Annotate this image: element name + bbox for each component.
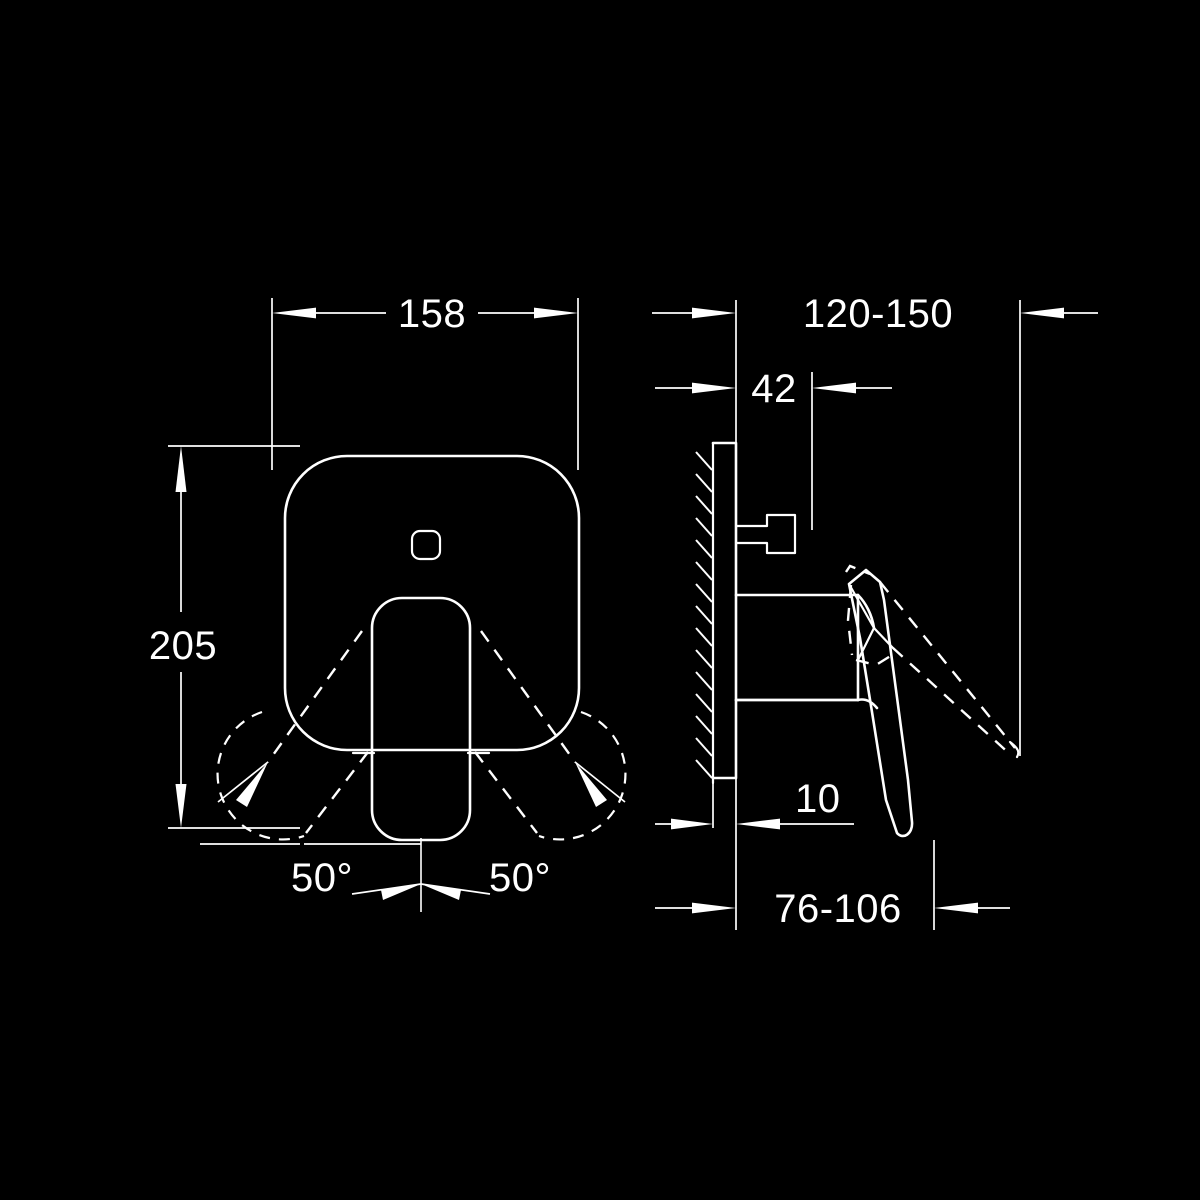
wall-section-hatching — [695, 441, 715, 785]
dimension-angle-right: 50° — [489, 761, 626, 900]
arrowhead-angle-left — [236, 762, 268, 807]
apex-leader-left — [351, 883, 422, 895]
handle-hidden-bottom — [855, 653, 893, 667]
apex-arrow-right — [421, 884, 461, 900]
handle-hidden-top — [845, 564, 871, 576]
arrowhead-into-right — [1020, 307, 1064, 319]
arrowhead-angle-right — [575, 762, 607, 807]
arrowhead-10-right — [736, 818, 780, 830]
dim-label-angle-left: 50° — [291, 856, 353, 900]
lever-swing-left — [216, 630, 369, 841]
angle-leader-right — [574, 761, 626, 803]
phantom-tip-cap — [1008, 740, 1020, 759]
arrowhead-76-right — [934, 902, 978, 914]
swing-arc-right — [538, 710, 627, 841]
arrowhead-bottom — [175, 784, 187, 828]
swing-edge-left-inner — [305, 751, 369, 834]
swing-edge-right-inner — [474, 751, 538, 834]
apex-leader-right — [420, 883, 491, 895]
arrowhead-top — [175, 446, 187, 492]
body-shoulder-lower — [856, 698, 879, 710]
dimension-overall-width: 158 — [271, 292, 579, 470]
escutcheon-plate-section — [711, 441, 738, 780]
phantom-edge-upper — [879, 581, 1016, 749]
lever-handle-hidden-detail — [845, 564, 895, 667]
dim-label-76-106: 76-106 — [774, 887, 902, 931]
arrowhead-42-right — [812, 382, 856, 394]
swing-edge-left-outer — [267, 630, 363, 763]
dimension-installation-depth: 120-150 — [652, 292, 1098, 756]
handle-inner-edge-2 — [872, 626, 895, 650]
dim-label-10: 10 — [795, 777, 841, 821]
lever-raised-phantom — [879, 581, 1020, 759]
swing-edge-right-outer — [480, 630, 576, 763]
dim-label-angle-right: 50° — [489, 856, 551, 900]
handle-hidden-left — [846, 584, 854, 656]
apex-arrow-left — [381, 884, 421, 900]
arrowhead-76-left — [692, 902, 736, 914]
dim-label-42: 42 — [751, 367, 797, 411]
brand-mark-square — [410, 529, 442, 561]
side-section-view: 120-150 42 10 — [652, 292, 1098, 931]
dimension-overall-height: 205 — [149, 445, 300, 829]
dimension-plate-thickness: 10 — [655, 770, 854, 830]
dim-label-120-150: 120-150 — [803, 292, 953, 336]
arrowhead-into-left — [692, 307, 736, 319]
lever-swing-right — [474, 630, 627, 841]
phantom-edge-lower — [892, 647, 1013, 757]
swing-arc-left — [216, 710, 305, 841]
angle-leader-left — [217, 761, 269, 803]
dimension-angle-left: 50° — [200, 761, 353, 900]
arrowhead-42-left — [692, 382, 736, 394]
escutcheon-plate — [283, 454, 581, 752]
arrowhead-right — [534, 307, 578, 319]
mounting-screw — [734, 513, 797, 555]
lever-handle-side-profile — [847, 568, 914, 838]
dim-label-158: 158 — [398, 292, 466, 336]
front-view: 158 205 — [149, 292, 627, 912]
lever-centerline-group — [304, 838, 491, 912]
arrowhead-left — [272, 307, 316, 319]
arrowhead-10-left — [671, 818, 713, 830]
dimension-projection-range: 76-106 — [655, 828, 1010, 931]
dimension-rough-in-depth: 42 — [655, 367, 892, 530]
dim-label-205: 205 — [149, 624, 217, 668]
mounting-screw-profile — [734, 513, 797, 555]
